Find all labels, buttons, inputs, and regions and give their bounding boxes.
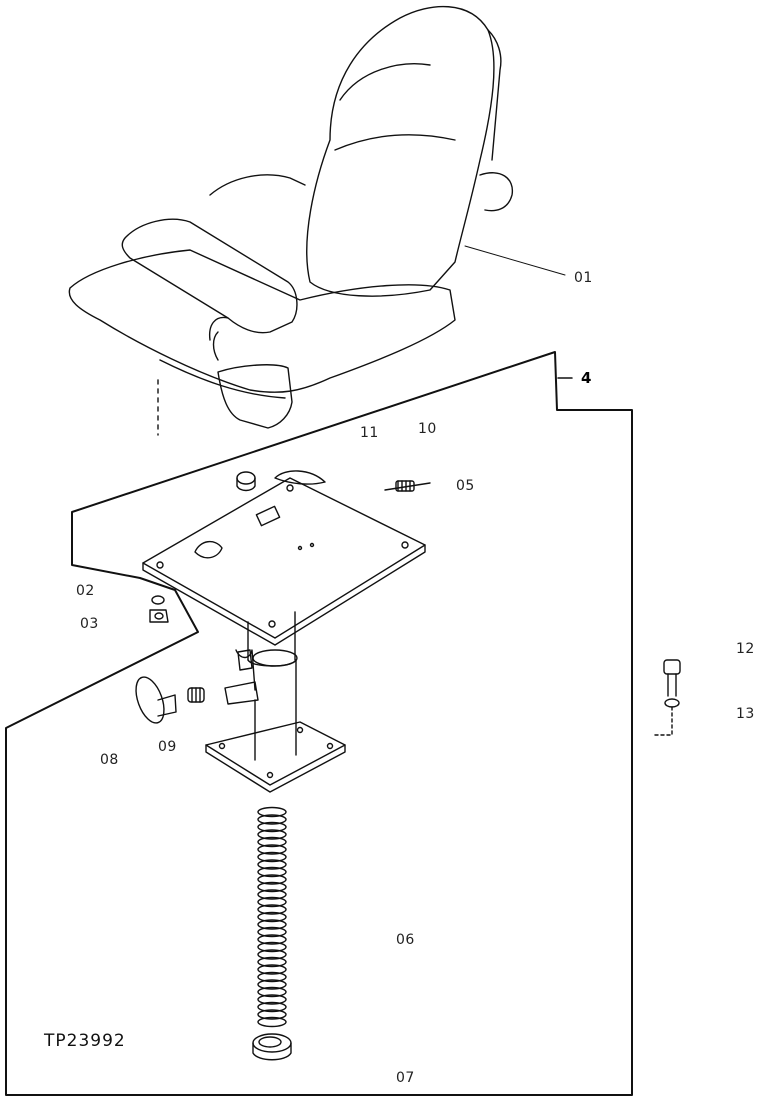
mounting-plate bbox=[142, 477, 426, 646]
spring-coil bbox=[257, 881, 287, 893]
spring-coil bbox=[257, 926, 287, 938]
spring-coil bbox=[257, 1001, 287, 1013]
seat-backrest bbox=[306, 5, 495, 297]
nut-washer-02-03 bbox=[149, 595, 169, 623]
callout-09: 09 bbox=[158, 739, 177, 755]
callout-02: 02 bbox=[76, 583, 95, 599]
leader-01 bbox=[464, 245, 566, 276]
seat-armrest-right bbox=[209, 172, 514, 212]
seat-armrest-left bbox=[121, 218, 298, 334]
callout-08: 08 bbox=[100, 752, 119, 768]
spring-coil bbox=[257, 1009, 287, 1020]
base-flange bbox=[205, 721, 346, 793]
callout-12: 12 bbox=[736, 641, 755, 657]
column-post bbox=[224, 611, 298, 761]
spring-coil bbox=[257, 986, 287, 998]
callout-04: 4 bbox=[581, 369, 592, 387]
spring-coil bbox=[257, 844, 287, 855]
seat bbox=[68, 5, 514, 436]
knob-08 bbox=[135, 676, 177, 724]
spring-coil bbox=[257, 829, 287, 840]
spring-coil bbox=[257, 949, 287, 960]
spring-cap-07 bbox=[252, 1033, 292, 1061]
spring-coil bbox=[257, 806, 287, 818]
spring-coil bbox=[257, 874, 287, 885]
callout-13: 13 bbox=[736, 706, 755, 722]
callout-06: 06 bbox=[396, 932, 415, 948]
spring-coil bbox=[257, 979, 287, 990]
spring-coil bbox=[257, 814, 287, 825]
callout-10: 10 bbox=[418, 421, 437, 437]
screw-part-05 bbox=[384, 480, 431, 492]
callout-05: 05 bbox=[456, 478, 475, 494]
spring-coil bbox=[257, 971, 287, 983]
spring-coil bbox=[257, 964, 287, 975]
callout-07: 07 bbox=[396, 1070, 415, 1086]
coil-spring-06 bbox=[257, 806, 287, 1028]
spring-coil bbox=[257, 859, 287, 870]
spring-coil bbox=[257, 941, 287, 953]
figure-reference: TP23992 bbox=[44, 1031, 126, 1051]
spring-coil bbox=[257, 866, 287, 878]
callout-03: 03 bbox=[80, 616, 99, 632]
seat-front-handle bbox=[208, 316, 229, 361]
spring-coil bbox=[257, 1016, 287, 1028]
spring-coil bbox=[257, 994, 287, 1005]
spring-coil bbox=[257, 956, 287, 968]
spring-coil bbox=[257, 904, 287, 915]
spring-coil bbox=[257, 919, 287, 930]
assembly-boundary bbox=[5, 351, 633, 1096]
callout-11: 11 bbox=[360, 425, 379, 441]
spring-09 bbox=[187, 687, 205, 703]
bolt-12-washer-13 bbox=[654, 659, 681, 736]
spring-coil bbox=[257, 889, 287, 900]
spring-coil bbox=[257, 851, 287, 863]
spring-coil bbox=[257, 896, 287, 908]
roller-parts bbox=[236, 470, 326, 492]
seat-cushion bbox=[68, 249, 456, 393]
callout-01: 01 bbox=[574, 270, 593, 286]
spring-coil bbox=[257, 836, 287, 848]
spring-coil bbox=[257, 821, 287, 833]
spring-coil bbox=[257, 911, 287, 923]
spring-coil bbox=[257, 934, 287, 945]
